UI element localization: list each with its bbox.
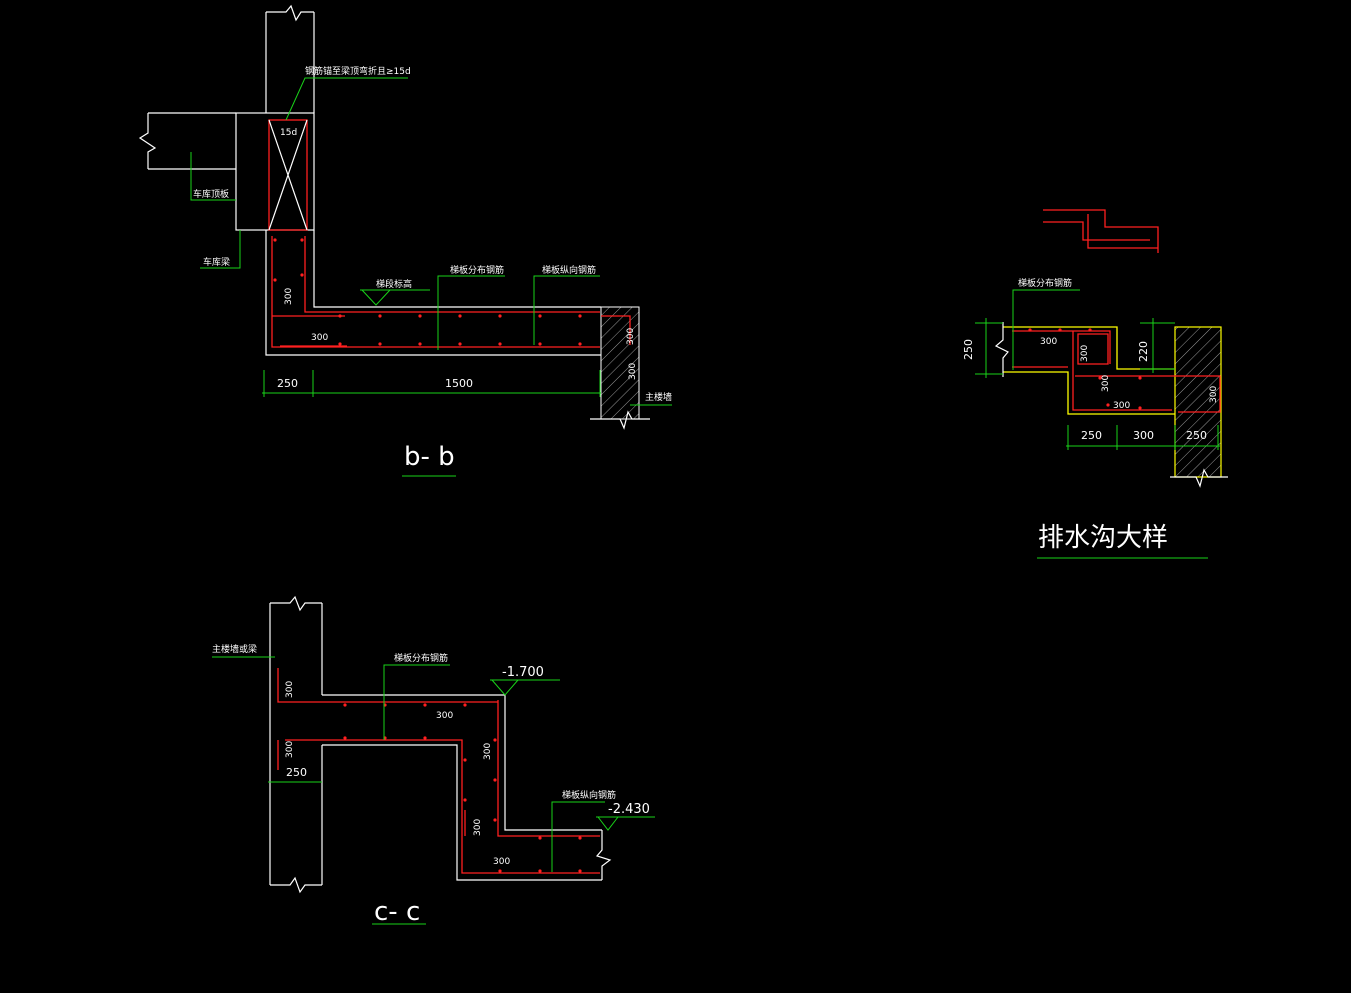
drain-outline xyxy=(1003,326,1175,415)
drain-dim-300-a: 300 xyxy=(1040,337,1057,347)
drain-wall xyxy=(1174,326,1222,478)
drain-leader-dist xyxy=(1012,289,1080,370)
drain-dim-300-d: 300 xyxy=(1113,401,1130,411)
bb-label-beam: 车库梁 xyxy=(203,256,230,268)
drain-dim-250-v-text: 250 xyxy=(962,339,975,360)
section-bb xyxy=(138,4,672,477)
cc-dim-300-b: 300 xyxy=(436,711,453,721)
bb-beam-rebar xyxy=(268,119,308,231)
bb-dim-250: 250 xyxy=(277,377,298,390)
cc-label-long-rebar: 梯板纵向钢筋 xyxy=(562,789,616,801)
bb-label-stair-elev: 梯段标高 xyxy=(376,278,412,290)
drain-dim-250-v xyxy=(975,318,1003,378)
drain-detail xyxy=(975,209,1228,559)
drain-break-bottom xyxy=(1170,468,1228,488)
bb-label-beam-slab: 车库顶板 xyxy=(193,188,229,200)
section-cc xyxy=(212,595,655,925)
bb-label-15d: 15d xyxy=(280,128,297,138)
bb-break-bottom xyxy=(590,410,650,430)
bb-leader-long xyxy=(533,275,600,345)
bb-dim-1500: 1500 xyxy=(445,377,473,390)
drain-dim-300-b: 300 xyxy=(1080,345,1090,362)
drain-title: 排水沟大样 xyxy=(1038,523,1168,553)
bb-elev-mark xyxy=(360,289,430,306)
drain-dim-300-f: 300 xyxy=(1133,429,1154,442)
bb-leader-dist xyxy=(437,275,505,350)
bb-dim-300-v: 300 xyxy=(284,288,294,305)
bb-break-top xyxy=(266,4,314,22)
cc-label-dist-rebar: 梯板分布钢筋 xyxy=(394,652,448,664)
bb-upper-wall xyxy=(265,12,315,113)
drain-rebar xyxy=(1012,330,1221,413)
drain-dim-250-a: 250 xyxy=(1081,429,1102,442)
cc-dim-300-e: 300 xyxy=(473,819,483,836)
bb-leader-beam xyxy=(200,230,241,269)
drain-dim-250-b: 250 xyxy=(1186,429,1207,442)
cc-leader-dist xyxy=(383,664,450,740)
cc-dim-300-f: 300 xyxy=(493,857,510,867)
drain-rebar-dots xyxy=(1028,328,1142,410)
drain-break-left xyxy=(994,322,1009,377)
cc-leader-long xyxy=(551,801,605,872)
cc-label-main-wall: 主楼墙或梁 xyxy=(212,643,257,655)
bb-beam-cross xyxy=(268,119,308,231)
cc-rebar xyxy=(277,668,600,874)
drain-dim-300-e: 300 xyxy=(1209,386,1219,403)
cc-dim-300-a: 300 xyxy=(285,681,295,698)
cc-dim-300-d: 300 xyxy=(483,743,493,760)
bb-slab-outline xyxy=(265,230,601,356)
cc-wall xyxy=(269,603,323,885)
bb-label-main-wall: 主楼墙 xyxy=(645,391,672,403)
drain-label-dist-rebar: 梯板分布钢筋 xyxy=(1018,277,1072,289)
drain-dim-220-text: 220 xyxy=(1137,341,1150,362)
cc-dim-250: 250 xyxy=(286,766,307,779)
bb-main-wall xyxy=(600,306,640,420)
bb-slab-left xyxy=(138,112,236,170)
bb-dim-300-h: 300 xyxy=(311,333,328,343)
bb-title: b- b xyxy=(404,442,455,472)
drain-dim-220 xyxy=(1140,318,1175,373)
drain-dim-300-c: 300 xyxy=(1101,375,1111,392)
cc-title: c- c xyxy=(374,897,420,927)
bb-rebar-dots xyxy=(273,238,582,346)
cc-slab-outline xyxy=(322,694,602,881)
drain-dim-bottom xyxy=(1066,425,1220,450)
bb-label-anchor: 钢筋锚至梁顶弯折且≥15d xyxy=(305,65,411,77)
bb-wall-rebar xyxy=(601,315,631,345)
bb-leader-slab xyxy=(190,152,236,201)
cc-elev-bottom-mark xyxy=(596,816,655,831)
bb-label-dist-rebar: 梯板分布钢筋 xyxy=(450,264,504,276)
cc-wall-breaks xyxy=(270,595,322,894)
cc-break-right xyxy=(595,830,612,880)
cc-dim-300-c: 300 xyxy=(285,741,295,758)
bb-slab-rebar xyxy=(271,236,600,348)
cc-elev-top: -1.700 xyxy=(502,665,544,680)
bb-dim-300-r1: 300 xyxy=(626,328,636,345)
bb-label-long-rebar: 梯板纵向钢筋 xyxy=(542,264,596,276)
bb-leader-anchor xyxy=(285,77,408,121)
bb-dim-line xyxy=(262,370,601,397)
cc-elev-bottom: -2.430 xyxy=(608,802,650,817)
drain-key-sketch xyxy=(1043,209,1159,253)
bb-dim-300-r2: 300 xyxy=(628,363,638,380)
cc-elev-top-mark xyxy=(490,679,560,696)
